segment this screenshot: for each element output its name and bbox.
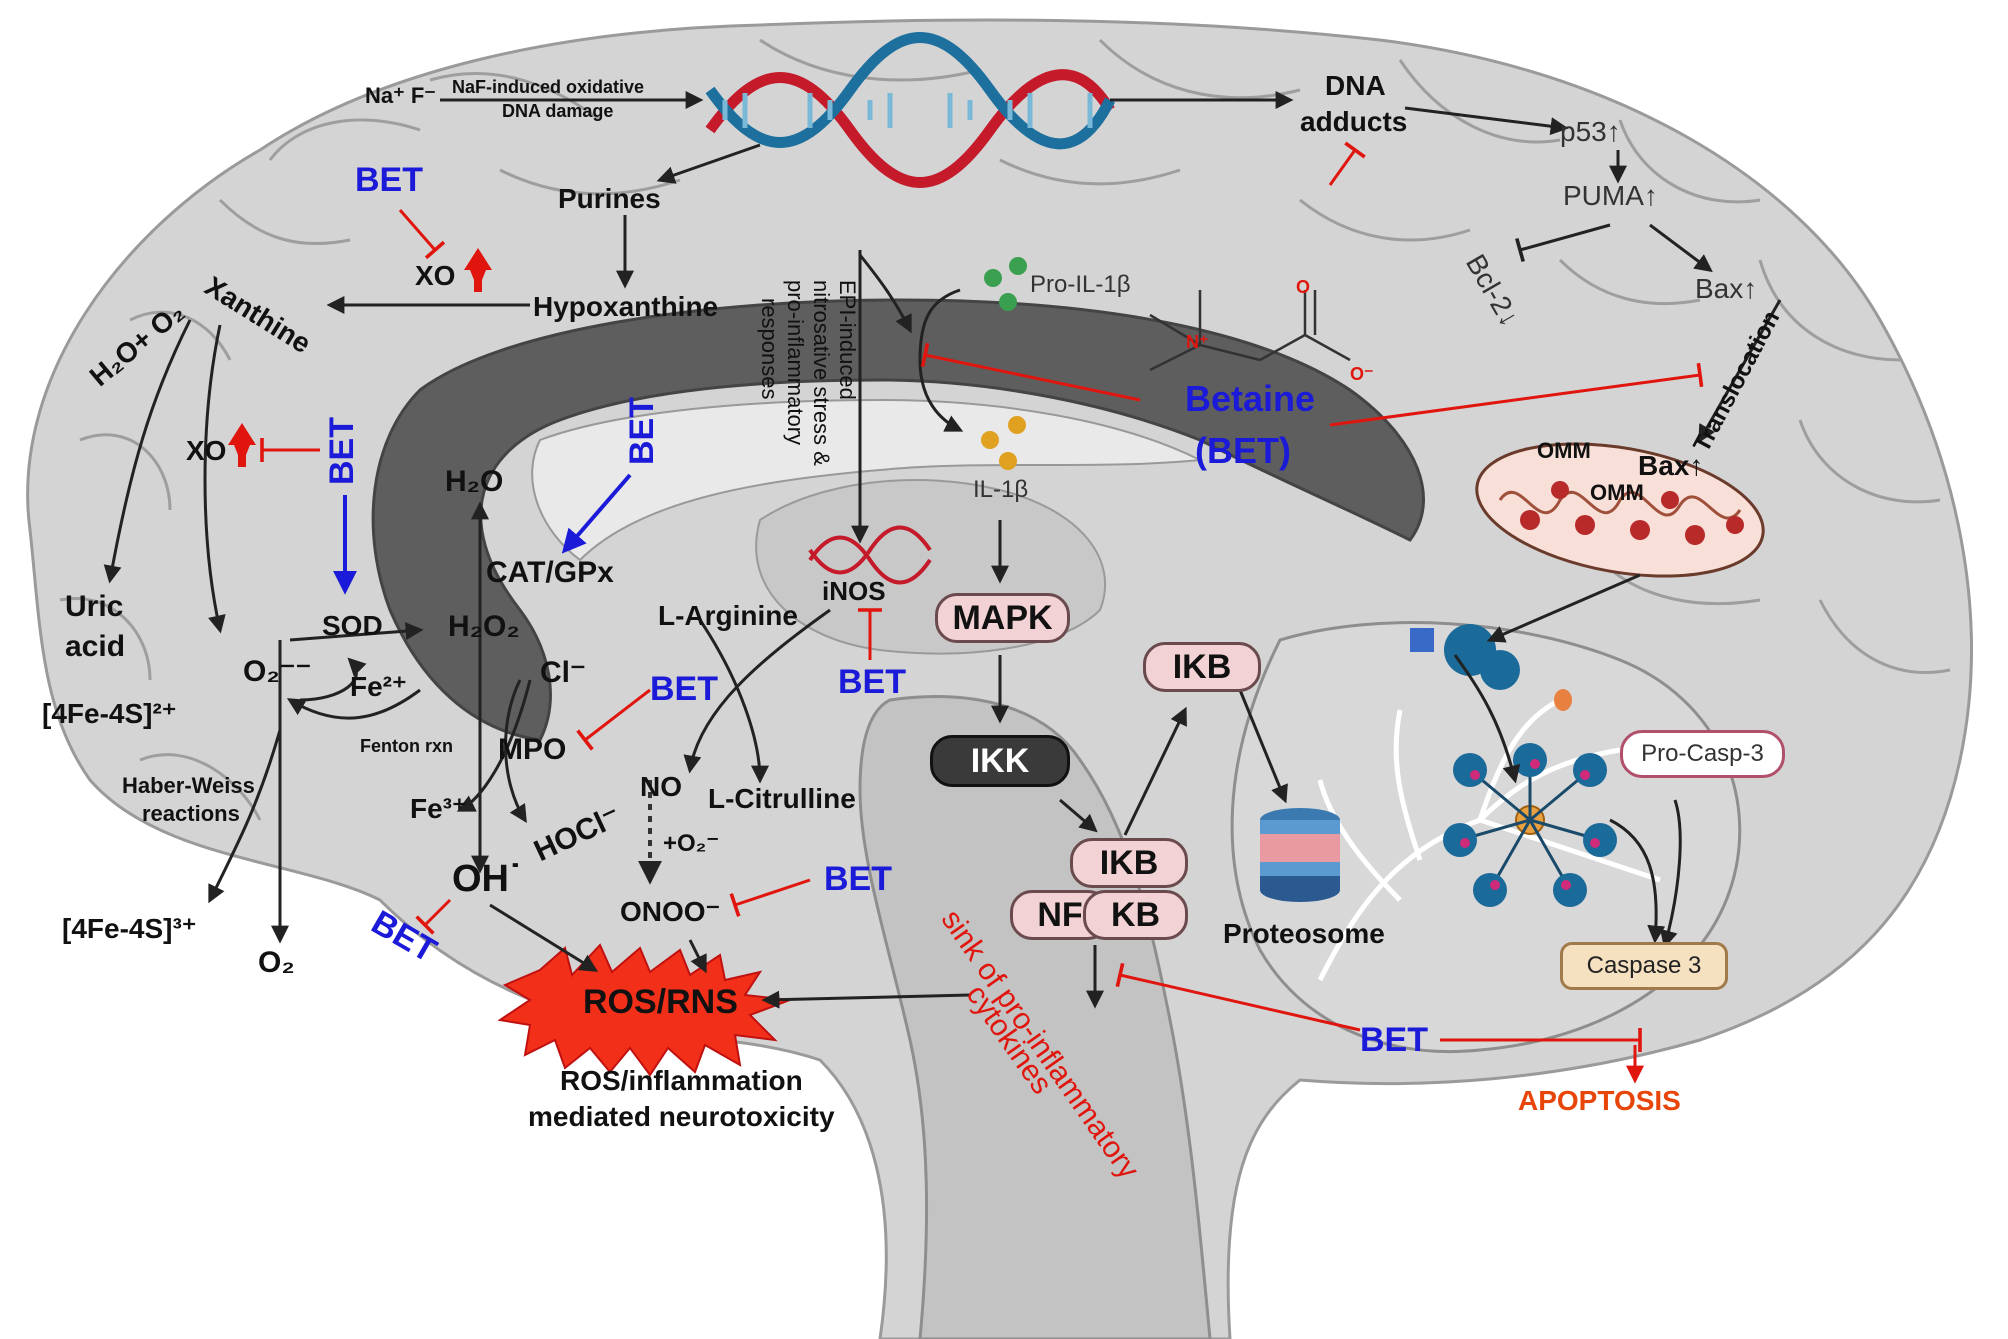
epi-label-3: pro-inflammatory [783,280,808,446]
blue-arrows [333,473,632,595]
xo-label-2: XO [186,435,227,466]
bet-label-catgpx: BET [623,397,661,465]
puma-label: PUMA↑ [1563,180,1658,211]
mitochondrion [1475,442,1765,578]
dna-helix [705,32,1115,188]
haber-label-2: reactions [142,801,240,826]
pro-il-label: Pro-IL-1β [1030,271,1131,298]
omm-label-1: OMM [1537,438,1591,463]
fe3-label: Fe³⁺ [410,793,467,824]
il-label: IL-1β [973,476,1029,503]
bet-label-xo-sod: BET [323,417,361,485]
chloride-label: Cl⁻ [540,656,586,689]
neurotoxicity-label-2: mediated neurotoxicity [528,1101,835,1132]
pro-il-particles [981,257,1027,470]
fes3-label: [4Fe-4S]³⁺ [62,913,197,944]
ikb-box-top: IKB [1143,642,1261,692]
ventricle [531,398,1204,562]
dna-adducts-label-2: adducts [1300,106,1408,137]
betaine-o-minus: O⁻ [1350,364,1374,384]
hydroxyl-label: OH˙ [452,858,522,900]
black-arrows [103,91,1782,1009]
cat-gpx-label: CAT/GPx [486,556,614,589]
sod-label: SOD [322,610,383,641]
caspase3-box: Caspase 3 [1560,942,1728,990]
bet-label-mpo: BET [650,670,718,708]
bax-mito-label: Bax↑ [1638,450,1704,481]
betaine-o: O [1296,277,1311,297]
epi-label-1: EPI-induced [835,280,860,400]
ros-rns-label: ROS/RNS [583,983,738,1021]
h2o-label: H₂O [445,465,504,498]
hypoxanthine-label: Hypoxanthine [533,291,719,322]
no-label: NO [640,771,682,802]
naf-dna-label: NaF-induced oxidative [452,77,645,97]
nf-box: NF [1010,890,1110,940]
kb-box: KB [1083,890,1188,940]
bax-label: Bax↑ [1695,273,1758,304]
bet-label-onoo: BET [824,860,892,898]
uric-label: Uric [65,590,124,623]
red-inhibitions [260,141,1704,1052]
superoxide-label: O₂⁻⁻ [243,655,312,688]
purines-label: Purines [558,183,661,214]
fes2-label: [4Fe-4S]²⁺ [42,698,177,729]
apoptosome-icon [1410,624,1617,907]
apoptosis-label: APOPTOSIS [1518,1085,1681,1116]
naf-label: Na⁺ F⁻ [365,83,436,108]
ikk-box: IKK [930,735,1070,787]
bet-label-xanthine-oxidase: BET [355,161,423,199]
red-up-arrows [228,248,492,467]
larginine-label: L-Arginine [658,600,798,631]
betaine-molecule [1149,290,1351,372]
inos-label: iNOS [822,576,886,606]
epi-label-2: nitrosative stress & [809,280,834,466]
lcitrulline-label: L-Citrulline [708,783,856,814]
ros-starburst [497,943,791,1077]
plus-o2-label: +O₂⁻ [663,830,720,857]
inos-dna-icon [808,525,932,585]
bet-label-inos: BET [838,663,906,701]
mpo-label: MPO [498,733,567,766]
o2-label: O₂ [258,946,295,979]
procasp3-box: Pro-Casp-3 [1620,730,1785,778]
naf-dna-label-2: DNA damage [502,101,614,121]
proteasome-icon [1260,808,1340,902]
ikb-box-mid: IKB [1070,838,1188,888]
dna-adducts-label: DNA [1325,70,1386,101]
uric-label-2: acid [65,630,126,663]
haber-label: Haber-Weiss [122,773,255,798]
h2o2-label: H₂O₂ [448,610,520,643]
neurotoxicity-label: ROS/inflammation [560,1065,803,1096]
fe2-label: Fe²⁺ [350,671,407,702]
betaine-label: Betaine [1185,378,1316,419]
p53-label: p53↑ [1560,116,1621,147]
betaine-label-2: (BET) [1195,430,1291,471]
fenton-label: Fenton rxn [360,736,453,756]
gyri [59,38,1951,821]
corpus-callosum [371,298,1425,742]
proteosome-label: Proteosome [1223,918,1385,949]
mapk-box: MAPK [935,593,1070,643]
betaine-n-plus: N⁺ [1186,332,1209,352]
onoo-label: ONOO⁻ [620,896,721,927]
epi-label-4: responses [757,298,782,400]
bet-label-nfkb: BET [1360,1021,1428,1059]
xo-label-1: XO [415,260,456,291]
omm-label-2: OMM [1590,480,1644,505]
